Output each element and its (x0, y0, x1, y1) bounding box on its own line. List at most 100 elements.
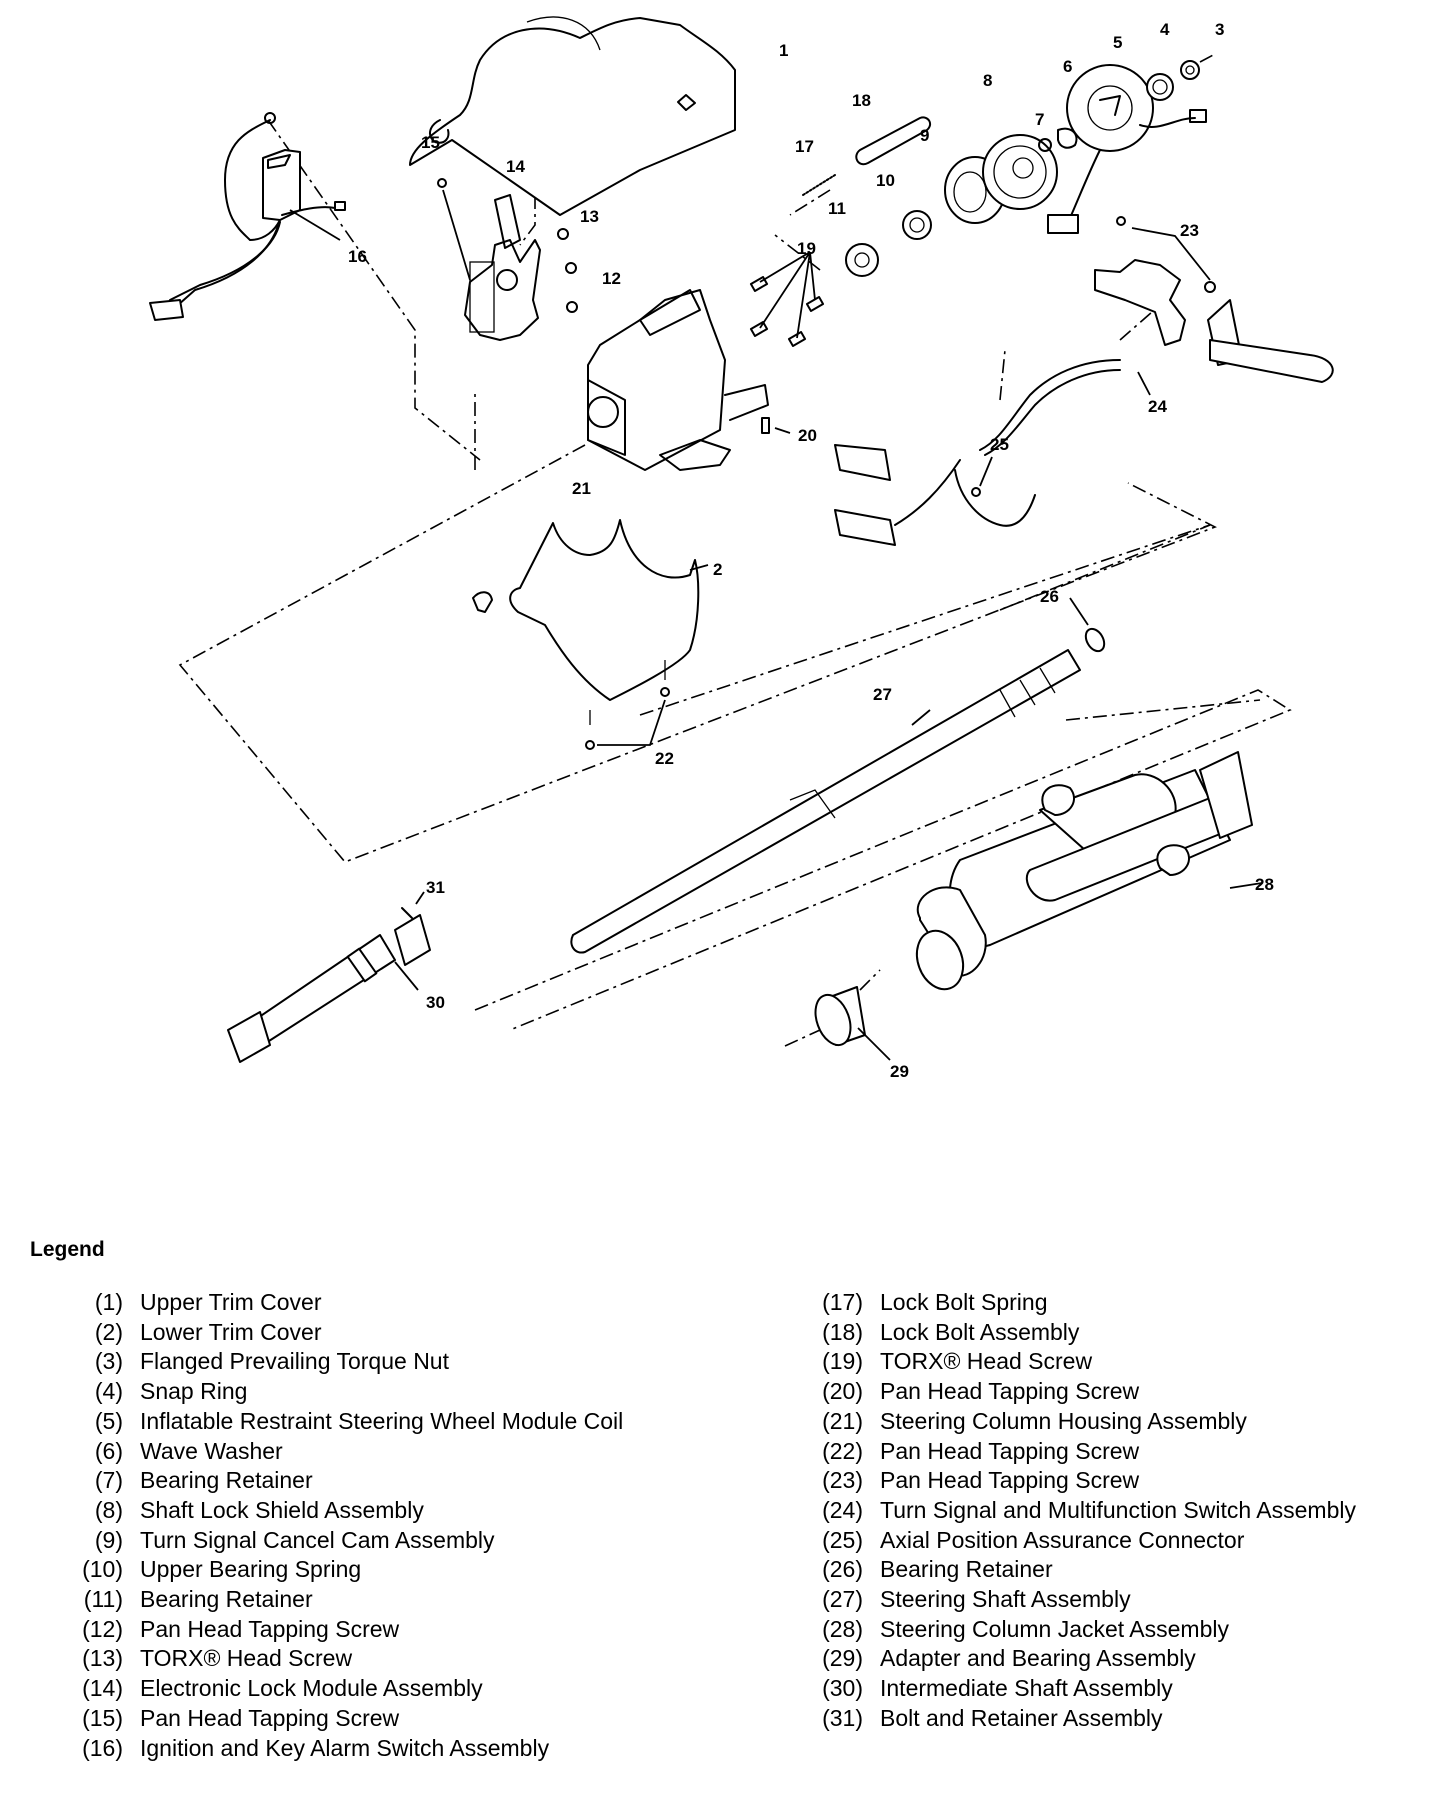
legend-item-label: Electronic Lock Module Assembly (140, 1675, 483, 1702)
legend-item-label: Bearing Retainer (140, 1467, 313, 1494)
legend-item: (29) Adapter and Bearing Assembly (810, 1644, 1430, 1674)
legend-item: (6) Wave Washer (60, 1437, 700, 1467)
legend-item-label: Steering Shaft Assembly (880, 1586, 1131, 1613)
callout-14: 14 (506, 157, 525, 176)
legend-item-label: Steering Column Jacket Assembly (880, 1615, 1229, 1642)
legend-item: (9)Turn Signal Cancel Cam Assembly (60, 1526, 700, 1556)
legend-item-label: Ignition and Key Alarm Switch Assembly (140, 1734, 550, 1761)
legend-item-number: (7) (94, 1467, 123, 1494)
legend-item-label: Upper Bearing Spring (140, 1556, 362, 1583)
legend-item: (31) Bolt and Retainer Assembly (810, 1704, 1430, 1734)
legend-item-number: (1) (94, 1289, 123, 1315)
legend-item-number: (18) (822, 1318, 863, 1345)
exploded-view-diagram: 1 2 3 4 5 6 7 8 9 10 11 12 13 14 15 16 1… (149, 16, 1334, 1081)
legend-item: (20)Pan Head Tapping Screw (810, 1377, 1430, 1407)
legend-item: (25) Axial Position Assurance Connector (810, 1526, 1430, 1556)
legend-item: (8)Shaft Lock Shield Assembly (60, 1496, 700, 1526)
part-turn-signal-switch (834, 216, 1334, 546)
legend-item-label: Lock Bolt Assembly (880, 1318, 1080, 1345)
legend-item: (24)Turn Signal and Multifunction Switch… (810, 1496, 1430, 1526)
legend-item-number: (14) (82, 1675, 123, 1702)
legend-item-label: Pan Head Tapping Screw (140, 1615, 400, 1642)
callout-29: 29 (890, 1062, 909, 1081)
callout-17: 17 (795, 137, 814, 156)
callout-31: 31 (426, 878, 445, 897)
part-torx-screws (749, 251, 825, 347)
callout-15: 15 (421, 133, 440, 152)
callout-1: 1 (779, 41, 788, 60)
legend-column-right: (17)Lock Bolt Spring(18) Lock Bolt Assemb… (810, 1288, 1430, 1734)
legend-item-number: (29) (822, 1645, 863, 1672)
legend-item-label: Steering Column Housing Assembly (880, 1407, 1247, 1434)
callout-12: 12 (602, 269, 621, 288)
legend-item-label: Pan Head Tapping Screw (880, 1437, 1140, 1464)
legend-column-left: (1)Upper Trim Cover(2)Lower Trim Cover(3… (60, 1288, 700, 1763)
legend-item-number: (6) (94, 1437, 123, 1464)
legend-item: (15) Pan Head Tapping Screw (60, 1704, 700, 1734)
legend-item-label: TORX® Head Screw (880, 1348, 1093, 1375)
callout-26: 26 (1040, 587, 1059, 606)
legend-item-label: Adapter and Bearing Assembly (880, 1645, 1196, 1672)
callout-7: 7 (1035, 110, 1044, 129)
legend-item-label: Axial Position Assurance Connector (880, 1526, 1245, 1553)
callout-27: 27 (873, 685, 892, 704)
legend-item-label: Pan Head Tapping Screw (880, 1467, 1140, 1494)
assembly-guide-lines (178, 119, 1292, 1047)
legend-item: (2) Lower Trim Cover (60, 1318, 700, 1348)
callout-2: 2 (713, 560, 722, 579)
legend-item: (23) Pan Head Tapping Screw (810, 1466, 1430, 1496)
callout-4: 4 (1160, 20, 1170, 39)
legend-item-number: (5) (94, 1407, 123, 1434)
legend-item-number: (13) (82, 1645, 123, 1672)
legend-item: (19)TORX® Head Screw (810, 1347, 1430, 1377)
legend-item: (7) Bearing Retainer (60, 1466, 700, 1496)
legend-item: (26) Bearing Retainer (810, 1555, 1430, 1585)
legend-item: (18) Lock Bolt Assembly (810, 1318, 1430, 1348)
legend-item-number: (20) (822, 1378, 863, 1405)
part-intermediate-shaft (227, 891, 431, 1063)
callout-10: 10 (876, 171, 895, 190)
callout-16: 16 (348, 247, 367, 266)
legend-item-number: (2) (94, 1318, 123, 1345)
legend-item-number: (22) (822, 1437, 863, 1464)
callout-30: 30 (426, 993, 445, 1012)
legend-item-number: (15) (82, 1704, 123, 1731)
legend-item-label: Pan Head Tapping Screw (140, 1704, 400, 1731)
callout-8: 8 (983, 71, 992, 90)
legend-item-number: (4) (94, 1378, 123, 1405)
callout-19: 19 (797, 239, 816, 258)
legend-item-label: Lower Trim Cover (140, 1318, 322, 1345)
legend-item-number: (23) (822, 1467, 863, 1494)
legend-item: (5)Inflatable Restraint Steering Wheel M… (60, 1407, 700, 1437)
legend-item: (16)Ignition and Key Alarm Switch Assemb… (60, 1734, 700, 1764)
callout-23: 23 (1180, 221, 1199, 240)
legend-item: (28)Steering Column Jacket Assembly (810, 1615, 1430, 1645)
legend-item-label: TORX® Head Screw (140, 1645, 353, 1672)
legend-item-label: Wave Washer (140, 1437, 283, 1464)
callout-20: 20 (798, 426, 817, 445)
callout-6: 6 (1063, 57, 1072, 76)
legend-item-number: (24) (822, 1496, 863, 1523)
legend-item-number: (26) (822, 1556, 863, 1583)
legend-item-number: (3) (94, 1348, 123, 1375)
callout-9: 9 (920, 126, 929, 145)
legend-item-number: (31) (822, 1704, 863, 1731)
legend-item: (12) Pan Head Tapping Screw (60, 1615, 700, 1645)
legend-item: (27)Steering Shaft Assembly (810, 1585, 1430, 1615)
part-column-housing (587, 289, 769, 471)
legend-item-number: (11) (83, 1586, 123, 1613)
legend-item-label: Bolt and Retainer Assembly (880, 1704, 1163, 1731)
legend-item: (4)Snap Ring (60, 1377, 700, 1407)
part-adapter-bearing (814, 986, 891, 1061)
part-steering-shaft (570, 597, 1106, 954)
part-column-jacket (915, 751, 1263, 991)
legend-item-number: (25) (822, 1526, 863, 1553)
legend-item-label: Bearing Retainer (880, 1556, 1053, 1583)
legend-title: Legend (30, 1238, 105, 1261)
legend-item-number: (9) (94, 1526, 123, 1553)
legend-item-number: (10) (82, 1556, 123, 1583)
legend-item-label: Bearing Retainer (140, 1586, 313, 1613)
legend-item-number: (12) (82, 1615, 123, 1642)
legend-item: (3)Flanged Prevailing Torque Nut (60, 1347, 700, 1377)
legend-item: (17)Lock Bolt Spring (810, 1288, 1430, 1318)
